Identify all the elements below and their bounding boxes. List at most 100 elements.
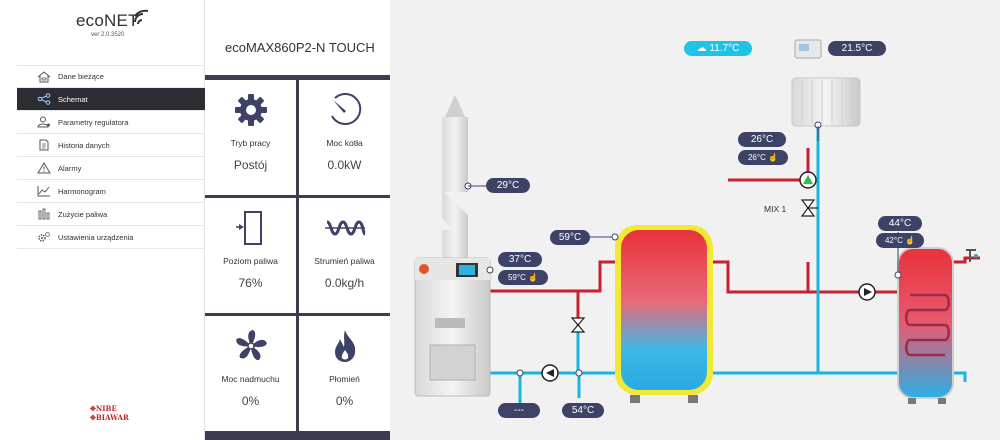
hand-icon: ☝ xyxy=(765,153,779,162)
schema-icon xyxy=(35,92,53,106)
tile-tryb-pracy[interactable]: Tryb pracy Postój xyxy=(205,80,296,195)
mix-temp: 26°C xyxy=(750,134,774,145)
menu-item-label: Ustawienia urządzenia xyxy=(58,232,134,242)
fuel-bars-icon xyxy=(35,207,53,221)
hand-icon: ☝ xyxy=(525,273,539,282)
room-thermostat xyxy=(794,39,822,59)
tile-plomien[interactable]: Płomień 0% xyxy=(299,316,390,431)
brand-line2: BIAWAR xyxy=(95,413,129,422)
pump-boiler xyxy=(541,364,559,382)
user-settings-icon xyxy=(35,115,53,129)
tile-label: Moc kotła xyxy=(326,138,363,148)
menu-item-label: Dane bieżące xyxy=(58,72,104,81)
dhw-setpoint-badge[interactable]: 42°C ☝ xyxy=(876,233,924,248)
schematic-diagram xyxy=(414,39,980,405)
tile-value: 0% xyxy=(335,394,354,408)
sidebar: ecoNET ver 2.0.3520 Dane bieżące Schemat… xyxy=(0,0,205,440)
return-temp: --- xyxy=(514,405,524,416)
menu-item-label: Zużycie paliwa xyxy=(58,209,108,219)
warning-icon xyxy=(35,161,53,175)
tile-moc-kotla[interactable]: Moc kotła 0.0kW xyxy=(299,80,390,195)
buffer-bottom-temp-badge[interactable]: 54°C xyxy=(562,403,604,418)
menu-item-alarmy[interactable]: Alarmy xyxy=(17,157,205,180)
cloud-icon: ☁ xyxy=(696,43,710,54)
version-text: ver 2.0.3520 xyxy=(91,32,125,38)
boiler xyxy=(414,257,491,397)
boiler-temp-badge[interactable]: 37°C xyxy=(498,252,542,267)
device-title: ecoMAX860P2-N TOUCH xyxy=(225,40,375,55)
status-panel: ecoMAX860P2-N TOUCH Tryb pracy Postój xyxy=(205,0,390,440)
flame-icon xyxy=(334,330,355,362)
dhw-tank xyxy=(897,247,978,404)
menu-item-ustawienia-urzadzenia[interactable]: Ustawienia urządzenia xyxy=(17,226,205,249)
buffer-bottom-temp: 54°C xyxy=(571,405,595,416)
menu-item-label: Harmonogram xyxy=(58,186,106,196)
menu-item-label: Historia danych xyxy=(58,140,110,150)
exhaust-temp: 29°C xyxy=(496,180,520,191)
gears-icon xyxy=(35,230,53,244)
fuel-level-icon xyxy=(235,211,262,245)
pump-mix xyxy=(799,171,817,189)
tile-poziom-paliwa[interactable]: Poziom paliwa 76% xyxy=(205,198,296,313)
outdoor-temp-badge[interactable]: ☁ 11.7°C xyxy=(684,41,752,56)
dhw-setpoint: 42°C xyxy=(884,236,903,245)
boiler-setpoint-badge[interactable]: 59°C ☝ xyxy=(498,270,548,285)
dhw-temp-badge[interactable]: 44°C xyxy=(878,216,922,231)
menu-item-historia-danych[interactable]: Historia danych xyxy=(17,134,205,157)
tile-label: Moc nadmuchu xyxy=(221,374,280,384)
tile-label: Płomień xyxy=(329,374,360,384)
menu-item-harmonogram[interactable]: Harmonogram xyxy=(17,180,205,203)
gear-icon xyxy=(234,94,267,126)
chimney xyxy=(442,95,468,258)
brand-glyph: ✥ xyxy=(90,404,96,413)
tile-label: Poziom paliwa xyxy=(223,256,278,266)
tile-value: 0.0kg/h xyxy=(324,276,365,290)
tile-moc-nadmuchu[interactable]: Moc nadmuchu 0% xyxy=(205,316,296,431)
menu-item-label: Schemat xyxy=(58,94,88,104)
mix-setpoint: 26°C xyxy=(747,153,766,162)
econet-logo: ecoNET ver 2.0.3520 xyxy=(72,6,152,40)
tile-value: Postój xyxy=(233,158,268,172)
brand-glyph: ✥ xyxy=(90,413,96,422)
fan-icon xyxy=(235,330,267,361)
mix-setpoint-badge[interactable]: 26°C ☝ xyxy=(738,150,788,165)
boiler-setpoint: 59°C xyxy=(507,273,526,282)
nibe-biawar-logo: ✥NIBE ✥BIAWAR xyxy=(90,404,150,422)
bypass-valve xyxy=(570,317,586,333)
room-temp-badge[interactable]: 21.5°C xyxy=(828,41,886,56)
exhaust-temp-badge[interactable]: 29°C xyxy=(486,178,530,193)
tile-strumien-paliwa[interactable]: Strumień paliwa 0.0kg/h xyxy=(299,198,390,313)
menu-item-dane-biezace[interactable]: Dane bieżące xyxy=(17,65,205,88)
outdoor-temp: 11.7°C xyxy=(709,43,740,54)
boiler-temp: 37°C xyxy=(508,254,532,265)
installation-schematic: ☁ 11.7°C 21.5°C 29°C 37°C 59°C ☝ 59°C 54… xyxy=(390,0,1000,440)
room-temp: 21.5°C xyxy=(841,43,873,54)
tile-value: 0.0kW xyxy=(327,158,362,172)
menu-item-zuzycie-paliwa[interactable]: Zużycie paliwa xyxy=(17,203,205,226)
hand-icon: ☝ xyxy=(902,236,916,245)
home-icon xyxy=(35,70,53,84)
tile-value: 76% xyxy=(238,276,263,290)
sensor-markers xyxy=(464,121,902,377)
buffer-tank xyxy=(615,225,713,403)
buffer-top-temp-badge[interactable]: 59°C xyxy=(550,230,590,245)
auger-icon xyxy=(324,220,366,236)
menu-item-schemat[interactable]: Schemat xyxy=(17,88,205,111)
menu-item-parametry-regulatora[interactable]: Parametry regulatora xyxy=(17,111,205,134)
tile-label: Tryb pracy xyxy=(230,138,271,148)
menu-item-label: Parametry regulatora xyxy=(58,117,129,127)
radiator xyxy=(791,77,861,127)
menu-item-label: Alarmy xyxy=(58,163,82,173)
logo-text: ecoNET xyxy=(76,11,139,30)
return-temp-badge[interactable]: --- xyxy=(498,403,540,418)
mix-label: MIX 1 xyxy=(764,204,787,214)
tile-label: Strumień paliwa xyxy=(314,256,375,266)
main-menu: Dane bieżące Schemat Parametry regulator… xyxy=(17,65,205,249)
mix-temp-badge[interactable]: 26°C xyxy=(738,132,786,147)
buffer-top-temp: 59°C xyxy=(558,232,582,243)
document-icon xyxy=(35,138,53,152)
brand-line1: NIBE xyxy=(95,404,117,413)
wifi-icon xyxy=(134,9,149,25)
status-tiles: Tryb pracy Postój Moc kotła 0.0kW P xyxy=(205,75,390,440)
cold-pipes xyxy=(490,125,967,405)
